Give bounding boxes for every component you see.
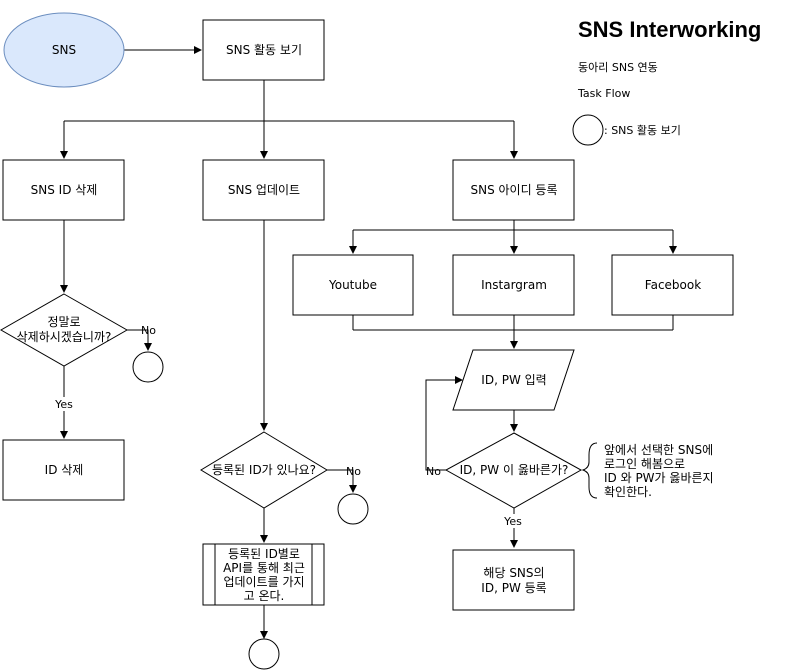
id-delete-label: ID 삭제: [45, 463, 84, 477]
input-id-pw-box: [452, 349, 575, 411]
diagram-subtitle: 동아리 SNS 연동: [578, 61, 658, 74]
edge-check-no-loop: [425, 376, 463, 471]
confirm-no-label: No: [141, 324, 156, 337]
view-activity-label: SNS 활동 보기: [226, 43, 302, 57]
facebook-label: Facebook: [645, 278, 701, 292]
delete-id-box: [2, 159, 125, 221]
register-done-line-2: ID, PW 등록: [481, 581, 546, 595]
fetch-updates-line-1: 등록된 ID별로: [228, 547, 300, 561]
instagram-label: Instargram: [481, 278, 547, 292]
confirm-delete-line-1: 정말로: [47, 315, 80, 329]
legend-circle: [572, 114, 604, 146]
instagram-box: [452, 254, 575, 316]
has-id-no-label: No: [346, 465, 361, 478]
input-id-pw-label: ID, PW 입력: [481, 373, 546, 387]
register-done-box: [452, 549, 575, 611]
youtube-box: [292, 254, 414, 316]
diagram-caption: Task Flow: [577, 87, 630, 100]
confirm-delete-diamond: [0, 293, 129, 367]
edge-confirm-no: [127, 329, 152, 351]
end-circle-fetch: [248, 638, 280, 670]
delete-id-label: SNS ID 삭제: [31, 183, 98, 197]
start-node: [3, 12, 125, 88]
check-yes-label: Yes: [503, 515, 522, 528]
edge-hasid-no: [327, 469, 357, 493]
annotation-line-1: 앞에서 선택한 SNS에: [604, 443, 713, 457]
register-label: SNS 아이디 등록: [470, 183, 557, 197]
fetch-updates-box: [202, 543, 325, 606]
annotation-line-3: ID 와 PW가 옳바른지: [604, 471, 714, 485]
annotation-line-2: 로그인 해봄으로: [604, 457, 685, 471]
annotation-bracket: [581, 442, 598, 499]
check-id-pw-label: ID, PW 이 옳바른가?: [460, 463, 569, 477]
update-label: SNS 업데이트: [228, 183, 300, 197]
check-no-label: No: [426, 465, 441, 478]
yes-label-bg-1: [50, 397, 78, 411]
fetch-updates-line-4: 고 온다.: [244, 589, 285, 603]
has-id-diamond: [200, 431, 328, 509]
fetch-updates-line-2: API를 통해 최근: [223, 561, 305, 575]
register-box: [452, 159, 575, 221]
check-id-pw-diamond: [444, 432, 583, 509]
id-delete-box: [2, 439, 125, 501]
annotation-line-4: 확인한다.: [604, 485, 652, 499]
end-circle-update: [337, 493, 369, 525]
start-node-label: SNS: [52, 43, 76, 57]
yes-label-bg-2: [500, 514, 528, 528]
diagram-title: SNS Interworking: [578, 17, 761, 42]
has-id-label: 등록된 ID가 있나요?: [212, 463, 316, 477]
fetch-updates-line-3: 업데이트를 가지: [223, 575, 304, 589]
end-circle-delete: [132, 351, 164, 383]
register-done-line-1: 해당 SNS의: [483, 566, 544, 580]
facebook-box: [611, 254, 734, 316]
legend-text: : SNS 활동 보기: [604, 123, 681, 137]
confirm-delete-line-2: 삭제하시겠습니까?: [17, 330, 112, 344]
view-activity-box: [202, 19, 325, 81]
youtube-label: Youtube: [328, 278, 377, 292]
confirm-yes-label: Yes: [54, 398, 73, 411]
update-box: [202, 159, 325, 221]
